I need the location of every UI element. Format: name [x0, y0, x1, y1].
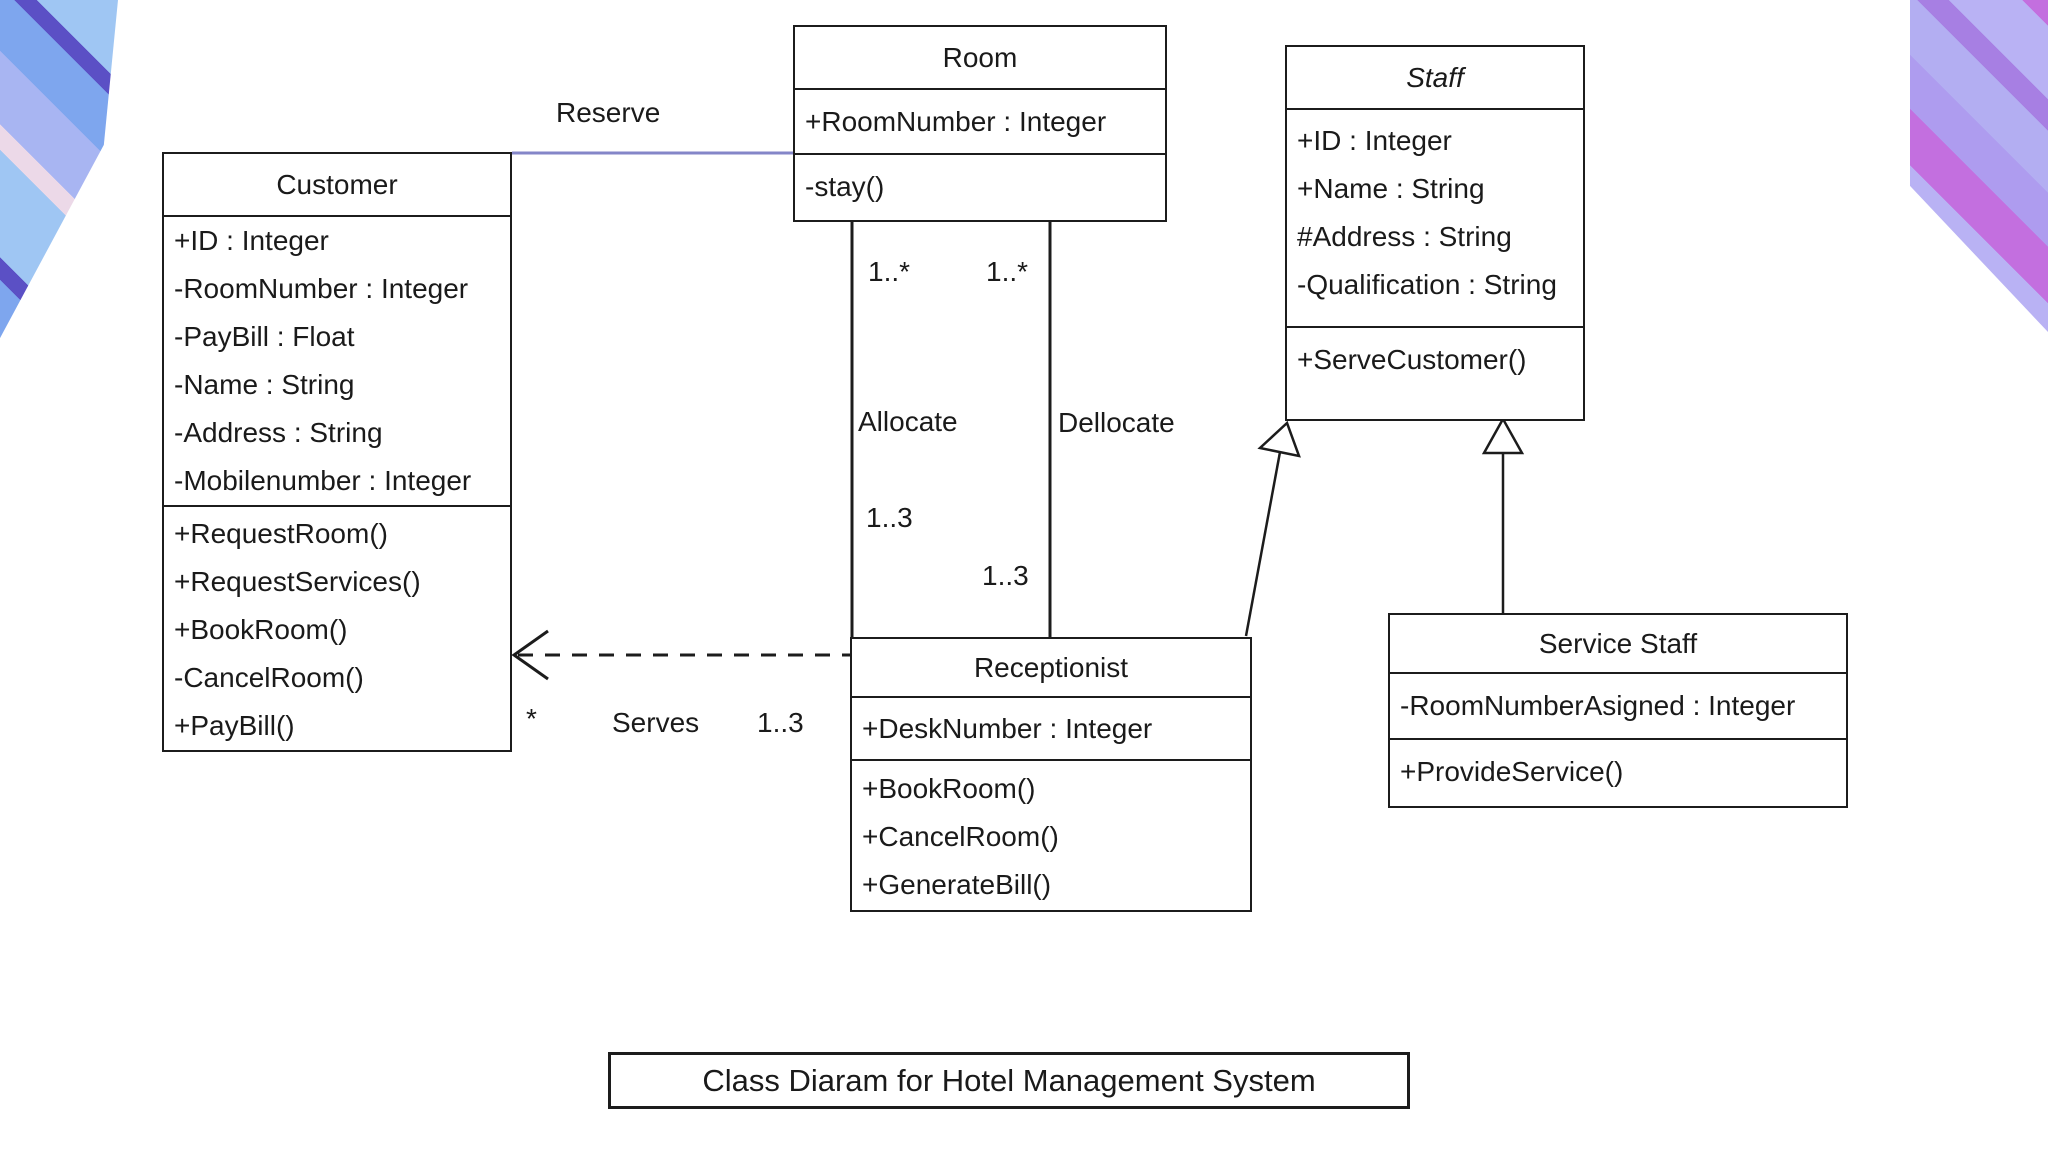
- method: +BookRoom(): [174, 614, 348, 645]
- attribute: -Name : String: [174, 369, 355, 400]
- attribute: +RoomNumber : Integer: [805, 106, 1107, 137]
- attribute: +Name : String: [1297, 173, 1485, 204]
- method: -CancelRoom(): [174, 662, 364, 693]
- class-service-staff-name: Service Staff: [1390, 615, 1846, 674]
- class-room: Room +RoomNumber : Integer -stay(): [793, 25, 1167, 222]
- class-customer-methods: +RequestRoom() +RequestServices() +BookR…: [164, 507, 510, 750]
- attribute: -Address : String: [174, 417, 383, 448]
- dellocate-label: Dellocate: [1058, 407, 1175, 438]
- class-staff: Staff +ID : Integer +Name : String #Addr…: [1285, 45, 1585, 421]
- allocate-receptionist-multiplicity: 1..3: [866, 502, 913, 533]
- attribute: +DeskNumber : Integer: [862, 713, 1153, 744]
- attribute: -RoomNumber : Integer: [174, 273, 469, 304]
- attribute: +ID : Integer: [174, 225, 329, 256]
- decorative-corner-top-left: [0, 0, 118, 339]
- method: +CancelRoom(): [862, 821, 1059, 852]
- serves-label: Serves: [612, 707, 700, 738]
- method: +ProvideService(): [1400, 756, 1624, 787]
- decorative-corner-top-right: [1910, 0, 2048, 332]
- class-receptionist: Receptionist +DeskNumber : Integer +Book…: [850, 637, 1252, 912]
- class-customer-name: Customer: [164, 154, 510, 217]
- class-staff-name: Staff: [1287, 47, 1583, 110]
- serves-receptionist-multiplicity: 1..3: [757, 707, 804, 738]
- generalization-triangle-receptionist: [1257, 420, 1301, 458]
- class-receptionist-name: Receptionist: [852, 639, 1250, 698]
- method: -stay(): [805, 171, 885, 202]
- class-service-staff: Service Staff -RoomNumberAsigned : Integ…: [1388, 613, 1848, 808]
- serves-open-arrowhead: [511, 629, 549, 681]
- class-service-staff-attributes: -RoomNumberAsigned : Integer: [1390, 674, 1846, 740]
- class-room-name: Room: [795, 27, 1165, 90]
- method: +ServeCustomer(): [1297, 344, 1527, 375]
- attribute: -RoomNumberAsigned : Integer: [1400, 690, 1796, 721]
- class-receptionist-attributes: +DeskNumber : Integer: [852, 698, 1250, 761]
- reserve-label: Reserve: [556, 97, 661, 128]
- class-customer: Customer +ID : Integer -RoomNumber : Int…: [162, 152, 512, 752]
- method: +RequestServices(): [174, 566, 421, 597]
- class-room-methods: -stay(): [795, 155, 1165, 220]
- dellocate-room-multiplicity: 1..*: [986, 256, 1029, 287]
- attribute: -Mobilenumber : Integer: [174, 465, 472, 496]
- class-staff-attributes: +ID : Integer +Name : String #Address : …: [1287, 110, 1583, 328]
- serves-customer-multiplicity: *: [526, 703, 537, 734]
- class-customer-attributes: +ID : Integer -RoomNumber : Integer -Pay…: [164, 217, 510, 507]
- generalization-triangle-service-staff: [1481, 416, 1525, 455]
- class-service-staff-methods: +ProvideService(): [1390, 740, 1846, 806]
- method: +RequestRoom(): [174, 518, 388, 549]
- method: +PayBill(): [174, 710, 295, 741]
- method: +GenerateBill(): [862, 869, 1052, 900]
- dellocate-receptionist-multiplicity: 1..3: [982, 560, 1029, 591]
- class-room-attributes: +RoomNumber : Integer: [795, 90, 1165, 155]
- allocate-label: Allocate: [858, 406, 958, 437]
- attribute: #Address : String: [1297, 221, 1512, 252]
- attribute: -PayBill : Float: [174, 321, 355, 352]
- diagram-title: Class Diaram for Hotel Management System: [608, 1052, 1410, 1109]
- class-staff-methods: +ServeCustomer(): [1287, 328, 1583, 419]
- class-receptionist-methods: +BookRoom() +CancelRoom() +GenerateBill(…: [852, 761, 1250, 910]
- receptionist-generalization-line: [1244, 451, 1282, 637]
- allocate-room-multiplicity: 1..*: [868, 256, 911, 287]
- attribute: +ID : Integer: [1297, 125, 1452, 156]
- method: +BookRoom(): [862, 773, 1036, 804]
- attribute: -Qualification : String: [1297, 269, 1557, 300]
